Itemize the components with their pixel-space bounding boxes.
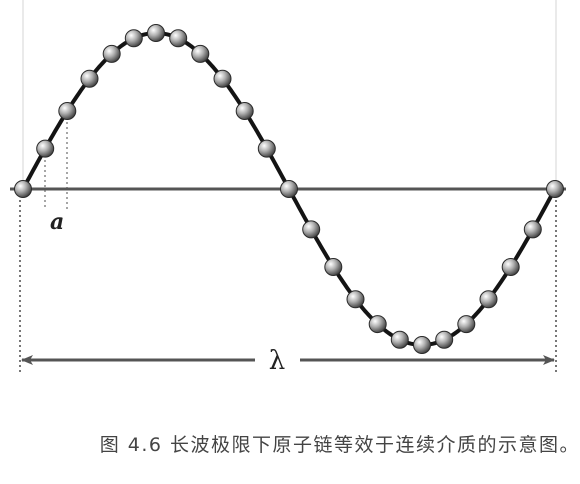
atom — [124, 29, 143, 48]
atom — [346, 290, 365, 309]
atom — [169, 29, 188, 48]
wavelength-label: λ — [269, 346, 285, 376]
atom — [36, 139, 55, 158]
atom — [14, 180, 32, 198]
atom — [479, 290, 498, 309]
atom — [102, 44, 121, 63]
atoms-group — [14, 24, 564, 354]
atom — [368, 315, 387, 334]
atom — [302, 220, 321, 239]
atom — [191, 44, 210, 63]
atom — [501, 258, 520, 276]
atom — [413, 336, 431, 354]
atom — [546, 180, 564, 198]
atom — [257, 139, 276, 158]
atom — [280, 180, 298, 198]
atom — [390, 330, 409, 349]
atom — [213, 69, 232, 88]
atom — [523, 220, 542, 239]
figure-caption: 图 4.6 长波极限下原子链等效于连续介质的示意图。 — [99, 434, 580, 456]
atom — [58, 102, 77, 120]
chain-diagram: a λ — [10, 0, 566, 376]
atom — [435, 330, 454, 349]
lattice-spacing-label: a — [50, 209, 64, 235]
atom — [80, 69, 99, 88]
atom — [235, 102, 254, 120]
atom — [324, 258, 343, 276]
atom — [457, 315, 476, 334]
atom — [147, 24, 165, 42]
